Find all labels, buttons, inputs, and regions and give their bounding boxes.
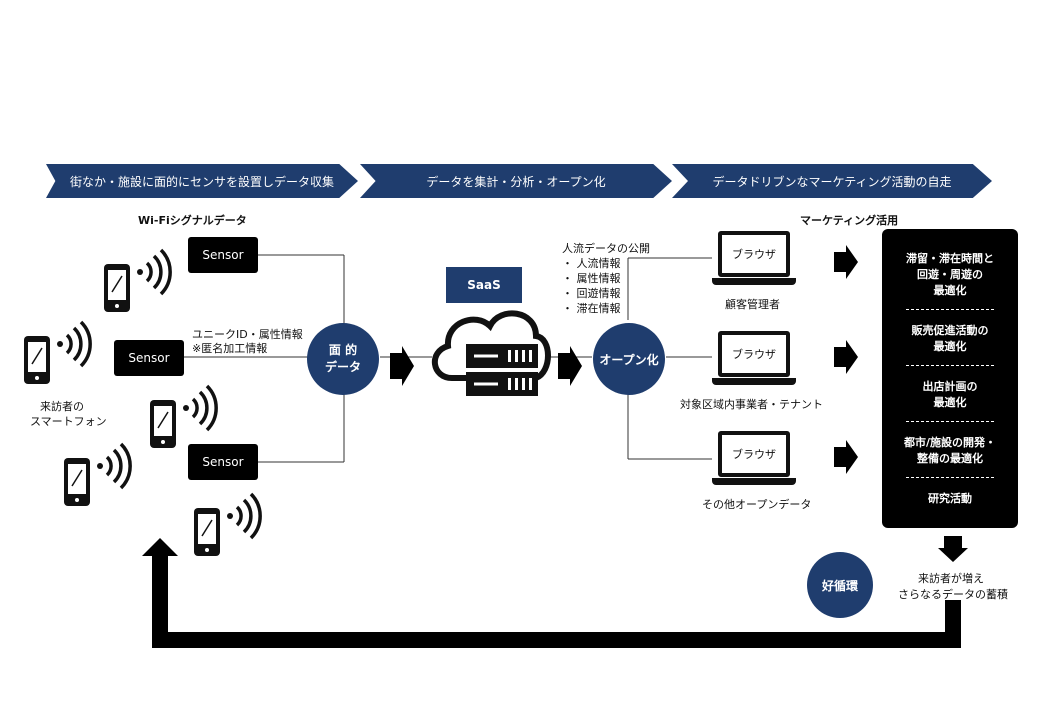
virtuous-cycle-label: 好循環	[821, 578, 858, 593]
smartphone-icon	[194, 508, 220, 556]
publish-item: ・ 滞在情報	[562, 302, 621, 315]
panel-divider	[906, 477, 994, 478]
laptop-icon: ブラウザ	[712, 431, 796, 489]
step-chevron-2: データを集計・分析・オープン化	[360, 164, 672, 198]
panel-item: 販売促進活動の	[911, 324, 989, 337]
sensor-box-3: Sensor	[188, 444, 258, 480]
open-data-label: オープン化	[599, 352, 659, 367]
areal-data-circle: 面 的 データ	[307, 323, 379, 395]
areal-data-line2: データ	[324, 360, 361, 374]
arrow-right-icon	[834, 340, 858, 374]
panel-item: 整備の最適化	[917, 452, 983, 465]
panel-item: 出店計画の	[922, 380, 978, 393]
marketing-title: マーケティング活用	[800, 214, 899, 227]
saas-label: SaaS	[467, 278, 501, 292]
step-chevron-3: データドリブンなマーケティング活動の自走	[672, 164, 992, 198]
sensor-label: Sensor	[128, 351, 170, 365]
step-3-label: データドリブンなマーケティング活動の自走	[712, 174, 952, 189]
sensor-label: Sensor	[202, 248, 244, 262]
laptop-caption-open-data: その他オープンデータ	[702, 498, 812, 511]
panel-divider	[906, 365, 994, 366]
browser-label: ブラウザ	[732, 348, 776, 361]
virtuous-cycle-circle: 好循環	[807, 552, 873, 618]
cloud-server-icon	[431, 310, 551, 396]
panel-item: 滞留・滞在時間と	[906, 252, 994, 265]
laptop-caption-customer-admin: 顧客管理者	[725, 298, 780, 311]
visitor-label-line1: 来訪者の	[40, 400, 84, 413]
marketing-outcomes-panel: 滞留・滞在時間と 回遊・周遊の 最適化 販売促進活動の 最適化 出店計画の 最適…	[882, 229, 1018, 528]
result-line1: 来訪者が増え	[918, 572, 984, 585]
panel-item: 研究活動	[928, 492, 972, 505]
wifi-data-title: Wi-Fiシグナルデータ	[138, 214, 247, 227]
publish-item: ・ 回遊情報	[562, 287, 621, 300]
panel-item: 回遊・周遊の	[917, 268, 983, 281]
panel-item: 最適化	[933, 340, 967, 353]
arrow-right-icon	[558, 346, 582, 386]
panel-item: 都市/施設の開発・	[903, 436, 997, 449]
anonymized-label: ※匿名加工情報	[192, 342, 268, 355]
laptop-icon: ブラウザ	[712, 331, 796, 389]
arrow-down-icon	[938, 536, 968, 562]
sensor-label: Sensor	[202, 455, 244, 469]
wifi-signal-icon	[227, 492, 262, 540]
laptop-caption-tenants: 対象区域内事業者・テナント	[680, 398, 823, 411]
visitor-label-line2: スマートフォン	[30, 415, 107, 428]
panel-divider	[906, 421, 994, 422]
step-2-label: データを集計・分析・オープン化	[426, 174, 606, 189]
step-chevron-1: 街なか・施設に面的にセンサを設置しデータ収集	[46, 164, 358, 198]
publish-title: 人流データの公開	[562, 242, 650, 255]
panel-item: 最適化	[933, 284, 967, 297]
panel-item: 最適化	[933, 396, 967, 409]
smartphone-icon	[150, 400, 176, 448]
wifi-signal-icon	[57, 320, 92, 368]
sensor-box-2: Sensor	[114, 340, 184, 376]
arrow-right-icon	[834, 440, 858, 474]
unique-id-label: ユニークID・属性情報	[192, 328, 303, 341]
saas-box: SaaS	[446, 267, 522, 303]
wifi-signal-icon	[183, 384, 218, 432]
sensor-box-1: Sensor	[188, 237, 258, 273]
wifi-signal-icon	[97, 442, 132, 490]
arrow-right-icon	[834, 245, 858, 279]
wifi-signal-icon	[137, 248, 172, 296]
publish-item: ・ 人流情報	[562, 257, 621, 270]
browser-label: ブラウザ	[732, 448, 776, 461]
open-data-circle: オープン化	[593, 323, 665, 395]
panel-divider	[906, 309, 994, 310]
smartphone-icon	[104, 264, 130, 312]
areal-data-line1: 面 的	[328, 343, 358, 357]
feedback-loop-arrow	[142, 538, 961, 648]
smartphone-icon	[64, 458, 90, 506]
publish-item: ・ 属性情報	[562, 272, 621, 285]
result-line2: さらなるデータの蓄積	[898, 588, 1008, 601]
browser-label: ブラウザ	[732, 248, 776, 261]
laptop-icon: ブラウザ	[712, 231, 796, 289]
step-1-label: 街なか・施設に面的にセンサを設置しデータ収集	[69, 174, 334, 189]
smartphone-icon	[24, 336, 50, 384]
arrow-right-icon	[390, 346, 414, 386]
